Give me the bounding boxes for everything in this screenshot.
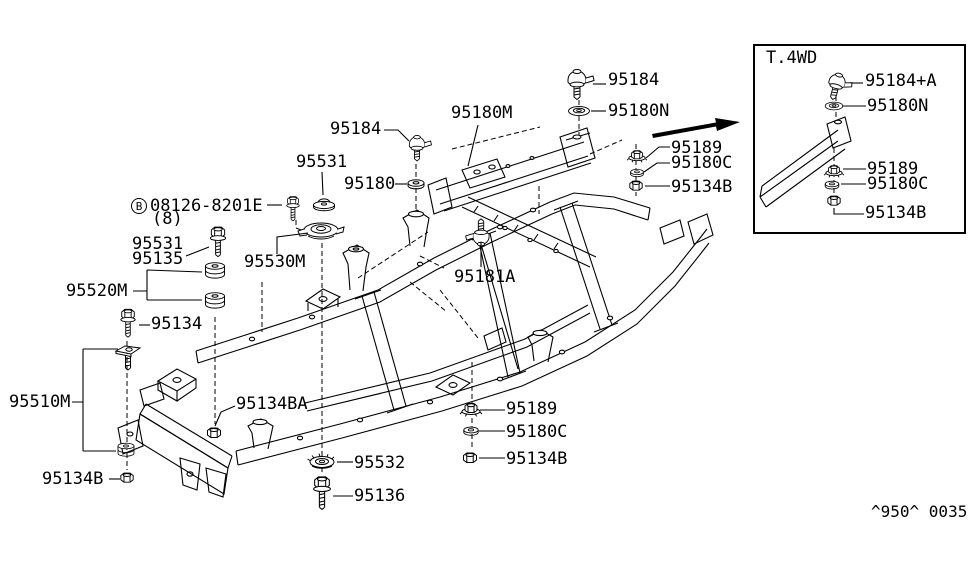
inset-label-95184A: 95184+A <box>865 71 937 91</box>
inset-4wd-box <box>753 44 966 234</box>
nut-icon-95134B-bottom <box>463 452 477 463</box>
chassis-frame <box>117 127 714 498</box>
bolt-icon-08126 <box>286 196 300 222</box>
washer-icon-95180N <box>568 105 590 117</box>
nut-icon-95189-bottom <box>459 403 483 417</box>
part-label-95189-mid: 95189 <box>671 138 723 158</box>
washer-icon-95180 <box>407 179 425 190</box>
part-label-95136: 95136 <box>354 486 406 506</box>
inset-label-95134B: 95134B <box>865 203 927 223</box>
washer-icon-95180C-mid <box>630 168 644 178</box>
rail-holes <box>248 156 614 441</box>
part-label-95134B-left: 95134B <box>42 469 104 489</box>
washer-icon-95180C-bottom <box>463 426 479 436</box>
inset-drawing <box>759 70 855 208</box>
part-label-95180N: 95180N <box>608 101 670 121</box>
bolt-icon-95510M-top <box>115 345 141 371</box>
hardware-code: 08126-8201E <box>150 196 263 216</box>
nut-icon-95134B-mid <box>629 180 643 191</box>
body-mount-crossmember <box>427 127 596 215</box>
part-label-95180C-bottom: 95180C <box>506 422 568 442</box>
grommet-icon-95532 <box>307 453 335 469</box>
bolt-icon-95181A <box>465 218 490 247</box>
part-label-95189-bottom: 95189 <box>506 399 558 419</box>
part-label-95520M: 95520M <box>66 281 128 301</box>
part-label-95134: 95134 <box>151 314 203 334</box>
part-label-95530M: 95530M <box>244 252 306 272</box>
fastener-icons <box>115 69 648 510</box>
part-label-95531-lower: 95531 <box>132 234 184 254</box>
bolt-icon-95184-right <box>567 69 595 100</box>
mount-plate-95180M <box>461 158 506 189</box>
cushion-icon-95520M-upper <box>205 262 225 279</box>
bolt-icon-95184-left <box>408 135 432 162</box>
part-label-95531-upper: 95531 <box>296 152 348 172</box>
part-label-95134BA: 95134BA <box>236 394 308 414</box>
part-label-95135: 95135 <box>132 249 184 269</box>
inset-label-95189: 95189 <box>867 159 919 179</box>
part-label-95532: 95532 <box>354 453 406 473</box>
cushion-icon-95510M <box>117 442 135 457</box>
part-label-95184-upper-right: 95184 <box>608 70 660 90</box>
mount-icon-95530M <box>297 222 345 240</box>
leader-lines <box>72 82 866 497</box>
inset-label-95180N: 95180N <box>867 96 929 116</box>
circled-b-icon: B <box>131 198 147 214</box>
part-label-95180C-mid: 95180C <box>671 153 733 173</box>
nut-icon-95134BA <box>207 427 221 438</box>
bolt-icon-95136 <box>313 476 331 510</box>
part-label-95180M: 95180M <box>451 103 513 123</box>
part-label-95184-upper-left: 95184 <box>330 119 382 139</box>
inset-label-95180C: 95180C <box>867 174 929 194</box>
far-rail <box>195 192 651 352</box>
inset-pointer-arrow <box>652 118 740 138</box>
part-label-95134B-mid: 95134B <box>671 177 733 197</box>
nut-icon-95189-mid <box>626 150 648 163</box>
cap-icon-95531 <box>313 198 335 212</box>
cushion-icon-95520M-lower <box>205 292 225 309</box>
part-label-95180: 95180 <box>344 174 396 194</box>
sheet-code: ^950^ 0035 <box>871 502 968 521</box>
part-label-95181A: 95181A <box>454 267 516 287</box>
part-label-95510M: 95510M <box>9 392 71 412</box>
part-label-95134B-bottom: 95134B <box>506 449 568 469</box>
bolt-icon-95135 <box>209 226 227 258</box>
hardware-note: B 08126-8201E <box>131 196 263 216</box>
inset-title: T.4WD <box>766 48 818 68</box>
hardware-qty: (8) <box>152 209 183 229</box>
near-rail <box>235 228 708 452</box>
nut-icon-95134B-left <box>120 472 134 483</box>
bolt-icon-95134 <box>120 308 136 338</box>
rear-end-cap <box>687 213 714 245</box>
